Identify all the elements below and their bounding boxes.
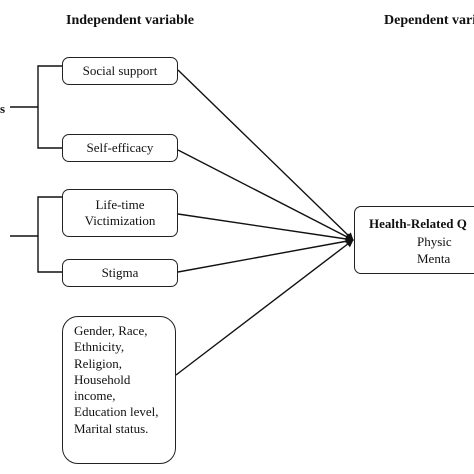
dependent-variable-header: Dependent vari — [384, 13, 474, 28]
covariate-line-5: income, — [74, 388, 116, 403]
dependent-physical-line: Physic — [417, 233, 452, 249]
covariate-line-2: Ethnicity, — [74, 339, 125, 355]
covariate-line-3: Religion, — [74, 355, 123, 371]
arrow-social-support — [177, 69, 354, 241]
independent-variable-header: Independent variable — [66, 13, 194, 28]
arrow-self-efficacy — [177, 149, 354, 241]
social-support-label: Social support — [82, 62, 158, 78]
arrow-victimization — [177, 213, 354, 243]
self-efficacy-box: Self-efficacy — [62, 134, 178, 162]
lifetime-victimization-box: Life-time Victimization — [62, 189, 178, 237]
covariate-line-4: Household — [74, 371, 131, 387]
dependent-title-line: Health-Related Q — [369, 216, 467, 231]
lifetime-victimization-line-2: Victimization — [84, 213, 156, 228]
self-efficacy-label: Self-efficacy — [86, 139, 154, 155]
covariates-box: Gender, Race, Ethnicity, Religion, House… — [62, 316, 176, 464]
arrow-covariates — [175, 239, 354, 376]
covariate-line-6: Education level, — [74, 404, 159, 420]
stigma-label: Stigma — [101, 264, 139, 280]
covariate-line-1: Gender, Race, — [74, 323, 148, 338]
bracket-lower — [37, 196, 62, 273]
health-related-quality-of-life-box: Health-Related Q Physic Menta — [354, 206, 474, 274]
covariate-line-7: Marital status. — [74, 420, 149, 436]
dependent-mental-line: Menta — [417, 251, 451, 267]
left-group-label-upper: s — [0, 101, 6, 116]
lifetime-victimization-line-1: Life-time — [95, 196, 145, 212]
arrow-stigma — [177, 237, 354, 273]
social-support-box: Social support — [62, 57, 178, 85]
stigma-box: Stigma — [62, 259, 178, 287]
bracket-upper — [37, 65, 62, 149]
